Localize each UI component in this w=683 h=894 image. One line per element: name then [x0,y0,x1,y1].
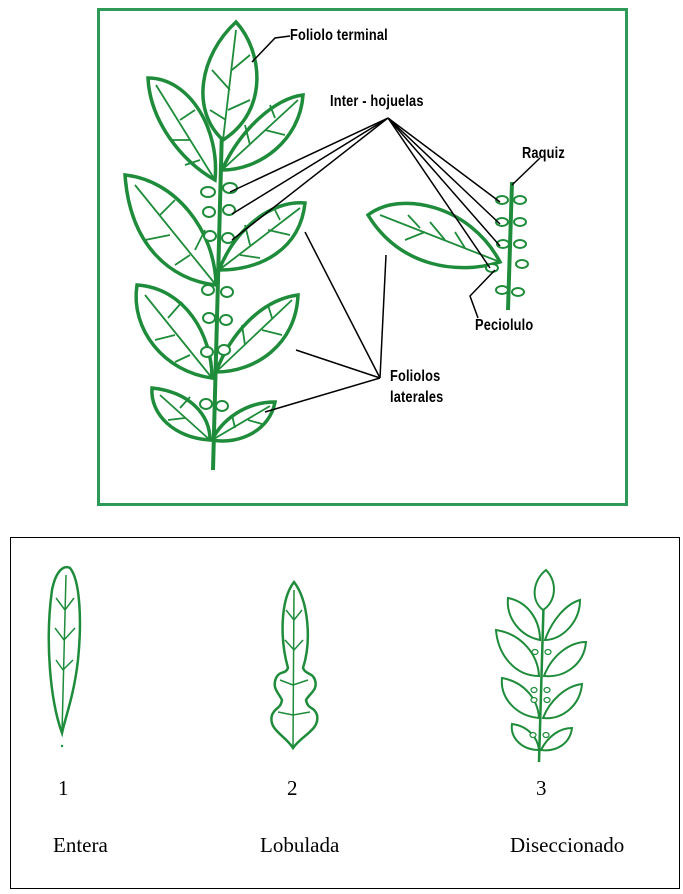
leaf-type-2-number: 2 [287,776,298,801]
leaf-type-3-number: 3 [536,776,547,801]
leaf-type-1-name: Entera [53,833,108,858]
leaf-lobulada-illustration [271,582,317,748]
leaf-entera-illustration [49,567,80,747]
leaf-diseccionado-illustration [496,570,586,762]
leaf-type-3-name: Diseccionado [510,833,624,858]
leaf-type-1-number: 1 [58,776,69,801]
leaf-type-2-name: Lobulada [260,833,339,858]
